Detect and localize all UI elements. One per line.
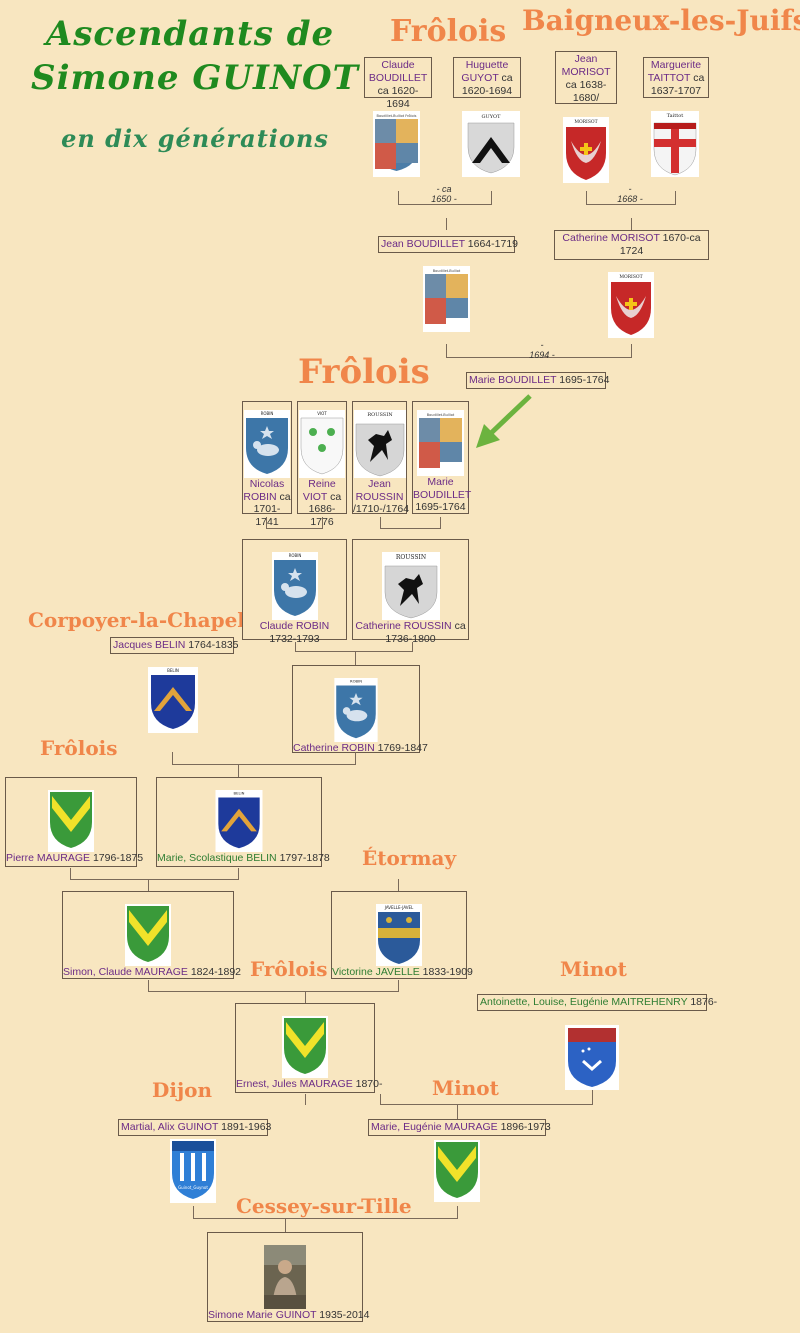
place-frolois-left: Frôlois <box>40 736 118 760</box>
belin-arms-icon-2: BELIN <box>215 790 263 852</box>
svg-text:Taittot: Taittot <box>667 113 684 119</box>
svg-text:GUYOT: GUYOT <box>482 114 502 120</box>
robin-arms-icon: ROBIN <box>244 410 290 478</box>
person-catherine-morisot[interactable]: Catherine MORISOT 1670-ca 1724 <box>554 230 709 260</box>
card-ernest-maurage[interactable]: Ernest, Jules MAURAGE 1870- <box>235 1003 382 1093</box>
marriage-date-2: -1668 - <box>617 184 643 204</box>
guyot-arms-icon: GUYOT <box>462 111 520 177</box>
person-huguette-guyot[interactable]: Huguette GUYOT ca 1620-1694 <box>453 57 521 98</box>
svg-text:VIOT: VIOT <box>317 411 327 416</box>
place-dijon: Dijon <box>152 1078 213 1102</box>
svg-text:ROBIN: ROBIN <box>350 680 362 684</box>
card-marie-boudillet[interactable]: Boudillet-Bulliot Marie BOUDILLET 1695-1… <box>412 401 471 514</box>
roussin-arms-icon-2: ROUSSIN <box>381 552 440 620</box>
guinot-arms-icon: Guinot_Guynot <box>170 1139 216 1203</box>
marriage-date-3: -1694 - <box>529 340 555 360</box>
robin-arms-icon-3: ROBIN <box>334 678 378 742</box>
belin-arms-icon: BELIN <box>148 667 198 733</box>
place-etormay: Étormay <box>362 846 457 870</box>
viot-arms-icon: VIOT <box>299 410 345 478</box>
morisot-arms-icon: MORISOT <box>563 117 609 183</box>
svg-text:Guinot_Guynot: Guinot_Guynot <box>178 1185 208 1190</box>
card-pierre-maurage[interactable]: Pierre MAURAGE 1796-1875 <box>5 777 143 867</box>
person-jean-morisot[interactable]: Jean MORISOT ca 1638-1680/ <box>555 51 617 104</box>
svg-text:Boudillet-Bulliot Frôlois: Boudillet-Bulliot Frôlois <box>377 114 417 118</box>
svg-text:MORISOT: MORISOT <box>574 119 597 125</box>
card-catherine-roussin[interactable]: ROUSSIN Catherine ROUSSIN ca 1736-1800 <box>352 539 469 645</box>
svg-text:MORISOT: MORISOT <box>619 274 642 280</box>
svg-text:ROUSSIN: ROUSSIN <box>395 554 425 561</box>
maurage-arms-icon-3 <box>282 1016 328 1078</box>
person-jacques-belin[interactable]: Jacques BELIN 1764-1835 <box>110 637 239 654</box>
svg-text:Boudillet-Bulliot: Boudillet-Bulliot <box>433 269 461 273</box>
person-martial-guinot[interactable]: Martial, Alix GUINOT 1891-1963 <box>118 1119 271 1136</box>
robin-arms-icon-2: ROBIN <box>271 552 318 620</box>
card-catherine-robin[interactable]: ROBIN Catherine ROBIN 1769-1847 <box>292 665 428 754</box>
person-marguerite-taittot[interactable]: Marguerite TAITTOT ca 1637-1707 <box>643 57 709 98</box>
svg-text:Boudillet-Bulliot: Boudillet-Bulliot <box>427 413 455 417</box>
page-title-line2: Simone GUINOT <box>31 58 359 98</box>
place-baigneux: Baigneux-les-Juifs <box>522 4 800 37</box>
svg-text:ROBIN: ROBIN <box>261 411 274 416</box>
card-simone-guinot[interactable]: Simone Marie GUINOT 1935-2014 <box>207 1232 369 1322</box>
place-corpoyer: Corpoyer-la-Chapelle <box>28 608 266 632</box>
svg-text:ROBIN: ROBIN <box>288 553 301 558</box>
portrait-photo <box>264 1245 306 1309</box>
svg-text:BELIN: BELIN <box>167 668 179 673</box>
morisot-arms-icon-2: MORISOT <box>608 272 654 338</box>
person-marie-maurage[interactable]: Marie, Eugénie MAURAGE 1896-1973 <box>368 1119 551 1136</box>
card-simon-maurage[interactable]: Simon, Claude MAURAGE 1824-1892 <box>62 891 241 979</box>
person-marie-boudillet[interactable]: Marie BOUDILLET 1695-1764 <box>466 372 609 389</box>
taittot-arms-icon: Taittot <box>651 111 699 177</box>
place-frolois-low: Frôlois <box>250 957 328 981</box>
page-subtitle: en dix générations <box>61 124 329 153</box>
svg-text:ROUSSIN: ROUSSIN <box>367 412 393 418</box>
card-nicolas-robin[interactable]: ROBIN Nicolas ROBIN ca 1701-1741 <box>242 401 292 528</box>
person-claude-boudillet[interactable]: Claude BOUDILLET ca 1620-1694 <box>364 57 432 110</box>
place-minot-right: Minot <box>560 957 627 981</box>
card-jean-roussin[interactable]: ROUSSIN Jean ROUSSIN /1710-/1764 <box>352 401 409 515</box>
place-minot-low: Minot <box>432 1076 499 1100</box>
place-frolois-mid: Frôlois <box>298 352 430 392</box>
page-title-line1: Ascendants de <box>45 14 335 54</box>
maurage-arms-icon-4 <box>434 1140 480 1202</box>
card-marie-belin[interactable]: BELIN Marie, Scolastique BELIN 1797-1878 <box>156 777 330 867</box>
roussin-arms-icon: ROUSSIN <box>353 410 406 478</box>
card-victorine-javelle[interactable]: JAVELLE-JAVEL Victorine JAVELLE 1833-190… <box>331 891 473 979</box>
place-frolois-top: Frôlois <box>390 14 507 49</box>
arrow-icon <box>476 394 532 448</box>
card-reine-viot[interactable]: VIOT Reine VIOT ca 1686-1776 <box>297 401 347 528</box>
person-jean-boudillet[interactable]: Jean BOUDILLET 1664-1719 <box>378 236 518 253</box>
svg-text:BELIN: BELIN <box>234 792 245 796</box>
boudillet-arms-icon-2: Boudillet-Bulliot <box>423 266 470 332</box>
maurage-arms-icon-2 <box>125 904 171 966</box>
boudillet-arms-icon-3: Boudillet-Bulliot <box>417 410 464 476</box>
person-antoinette-maitrehenry[interactable]: Antoinette, Louise, Eugénie MAITREHENRY … <box>477 994 717 1011</box>
boudillet-arms-icon: Boudillet-Bulliot Frôlois <box>373 111 420 177</box>
maitrehenry-arms-icon <box>565 1025 619 1090</box>
maurage-arms-icon <box>48 790 94 852</box>
place-cessey: Cessey-sur-Tille <box>236 1194 412 1218</box>
svg-text:JAVELLE-JAVEL: JAVELLE-JAVEL <box>384 905 414 910</box>
javelle-arms-icon: JAVELLE-JAVEL <box>376 904 422 966</box>
